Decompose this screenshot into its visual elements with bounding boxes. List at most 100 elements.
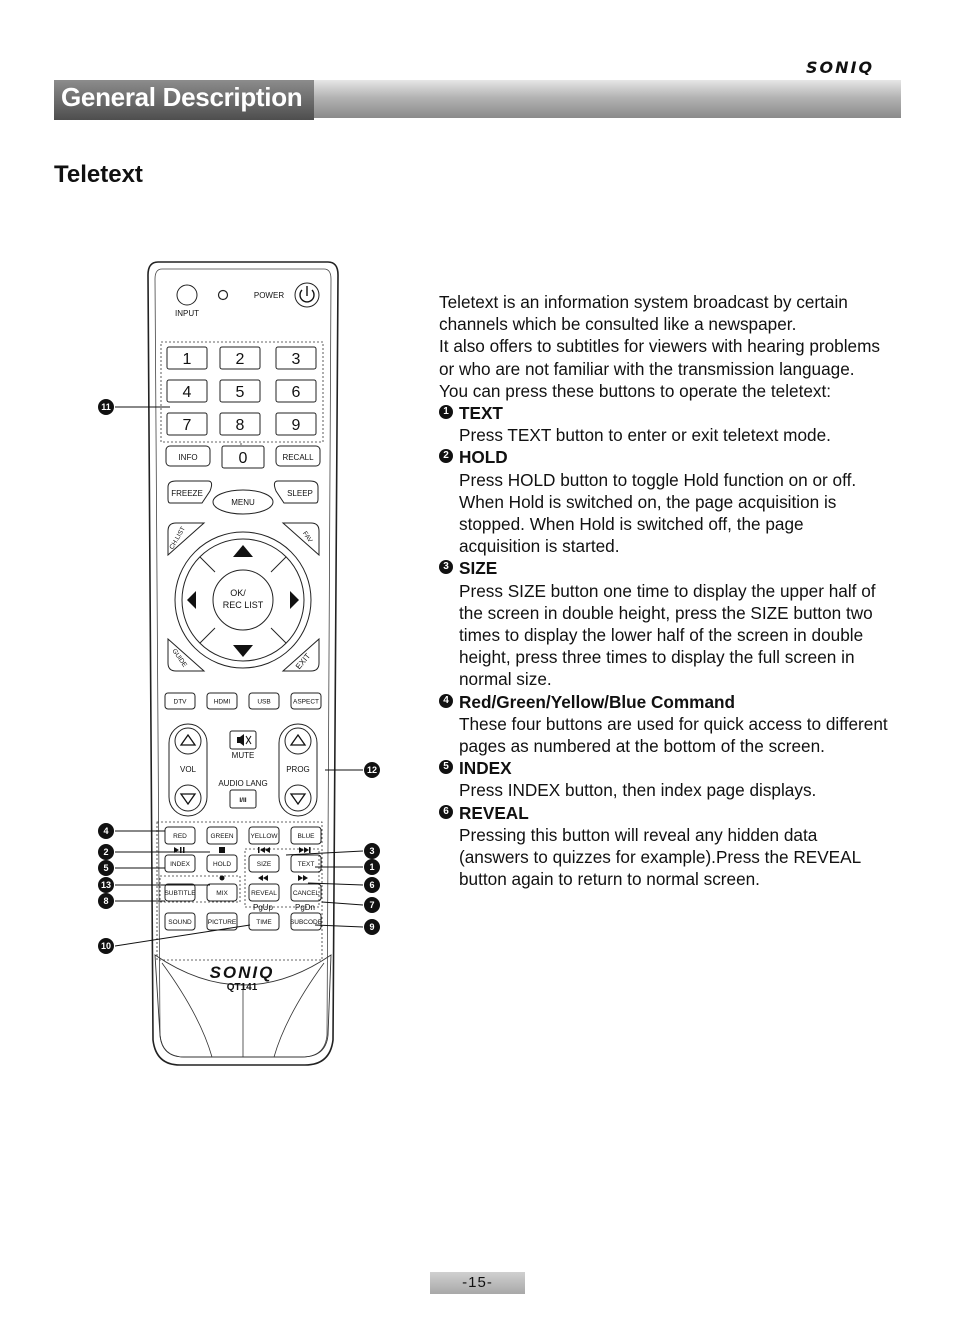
- number-4-button[interactable]: [166, 379, 208, 403]
- callout-marker: [98, 844, 114, 860]
- cancel-label: CANCEL: [293, 890, 320, 897]
- callout-marker: [98, 893, 114, 909]
- text-button[interactable]: [290, 854, 322, 873]
- vol-up-button[interactable]: [174, 727, 202, 755]
- green-button[interactable]: [206, 826, 238, 845]
- subtitle-button[interactable]: [164, 883, 196, 902]
- callout-leader-line: [307, 882, 364, 886]
- callout-leader-line: [321, 901, 364, 906]
- vol-down-button[interactable]: [174, 784, 202, 812]
- sleep-label: SLEEP: [287, 489, 313, 498]
- callout-marker: [364, 919, 380, 935]
- pgup-label: PgUp: [253, 903, 274, 912]
- hold-button[interactable]: [206, 854, 238, 873]
- number-label: 5: [236, 384, 245, 401]
- number-7-button[interactable]: [166, 412, 208, 436]
- callout-marker: [364, 843, 380, 859]
- model-label: QT141: [227, 982, 258, 993]
- sound-label: SOUND: [168, 919, 192, 926]
- callout-number: 3: [369, 846, 374, 856]
- hdmi-label: HDMI: [214, 699, 231, 706]
- callout-marker: [98, 399, 114, 415]
- info-button[interactable]: [165, 445, 211, 467]
- audio-lang-button[interactable]: [229, 789, 257, 809]
- callout-number: 8: [103, 896, 108, 906]
- page-title: General Description: [61, 82, 303, 112]
- size-button[interactable]: [248, 854, 280, 873]
- callout-number: 11: [101, 402, 111, 412]
- callout-number: 4: [103, 826, 108, 836]
- red-button[interactable]: [164, 826, 196, 845]
- next-icon: [299, 847, 311, 853]
- item-body: These four buttons are used for quick ac…: [459, 713, 888, 757]
- hdmi-button[interactable]: [206, 692, 238, 710]
- down-arrow-icon[interactable]: [233, 645, 253, 657]
- aspect-label: ASPECT: [293, 699, 319, 706]
- guide-button[interactable]: [167, 637, 206, 672]
- prev-icon: [258, 847, 270, 853]
- fav-button[interactable]: [281, 522, 320, 557]
- prog-down-button[interactable]: [284, 784, 312, 812]
- rewind-icon: [258, 875, 268, 881]
- picture-button[interactable]: [206, 912, 238, 931]
- prog-up-button[interactable]: [284, 727, 312, 755]
- time-button[interactable]: [248, 912, 280, 931]
- cancel-button[interactable]: [290, 883, 322, 902]
- standby-led: [217, 289, 229, 301]
- yellow-button[interactable]: [248, 826, 280, 845]
- item-number-badge: 3: [439, 560, 453, 575]
- callout-leader-line: [285, 850, 364, 856]
- number-label: 3: [292, 351, 301, 368]
- power-icon: [299, 286, 315, 303]
- input-button[interactable]: [176, 284, 198, 306]
- menu-button[interactable]: [212, 489, 274, 515]
- up-arrow-icon[interactable]: [233, 545, 253, 557]
- number-2-button[interactable]: [219, 346, 261, 370]
- sound-button[interactable]: [164, 912, 196, 931]
- sleep-button[interactable]: [273, 480, 319, 504]
- dtv-button[interactable]: [164, 692, 196, 710]
- subcode-button[interactable]: [290, 912, 322, 931]
- number-5-button[interactable]: [219, 379, 261, 403]
- number-label: 9: [292, 417, 301, 434]
- ok-button[interactable]: [212, 569, 274, 631]
- aspect-button[interactable]: [290, 692, 322, 710]
- right-arrow-icon[interactable]: [290, 591, 299, 609]
- subcode-label: SUBCODE: [290, 919, 323, 926]
- ok-label: OK/: [230, 588, 246, 598]
- number-1-button[interactable]: [166, 346, 208, 370]
- usb-button[interactable]: [248, 692, 280, 710]
- callout-number: 1: [369, 862, 374, 872]
- number-9-button[interactable]: [275, 412, 317, 436]
- number-label: 4: [183, 384, 192, 401]
- recall-button[interactable]: [275, 445, 321, 467]
- ch-list-button[interactable]: [167, 522, 206, 557]
- left-arrow-icon[interactable]: [187, 591, 196, 609]
- intro-paragraph: Teletext is an information system broadc…: [439, 292, 848, 335]
- freeze-button[interactable]: [167, 480, 213, 504]
- callout-number: 9: [369, 922, 374, 932]
- zero-label: 0: [239, 450, 248, 467]
- number-6-button[interactable]: [275, 379, 317, 403]
- menu-label: MENU: [231, 498, 255, 507]
- exit-button[interactable]: [281, 637, 320, 672]
- yellow-label: YELLOW: [250, 833, 278, 840]
- index-button[interactable]: [164, 854, 196, 873]
- reveal-button[interactable]: [248, 883, 280, 902]
- callout-marker: [364, 859, 380, 875]
- number-8-button[interactable]: [219, 412, 261, 436]
- item-body: Pressing this button will reveal any hid…: [459, 824, 861, 890]
- red-label: RED: [173, 833, 187, 840]
- zero-button[interactable]: [221, 445, 265, 469]
- vol-down-icon: [179, 793, 197, 806]
- item-title: SIZE: [459, 558, 498, 579]
- callout-number: 12: [367, 765, 377, 775]
- mix-label: MIX: [216, 890, 228, 897]
- callout-number: 13: [101, 880, 111, 890]
- blue-button[interactable]: [290, 826, 322, 845]
- mix-button[interactable]: [206, 883, 238, 902]
- pgdn-label: PgDn: [295, 903, 315, 912]
- number-3-button[interactable]: [275, 346, 317, 370]
- teletext-keys-group: [156, 821, 323, 961]
